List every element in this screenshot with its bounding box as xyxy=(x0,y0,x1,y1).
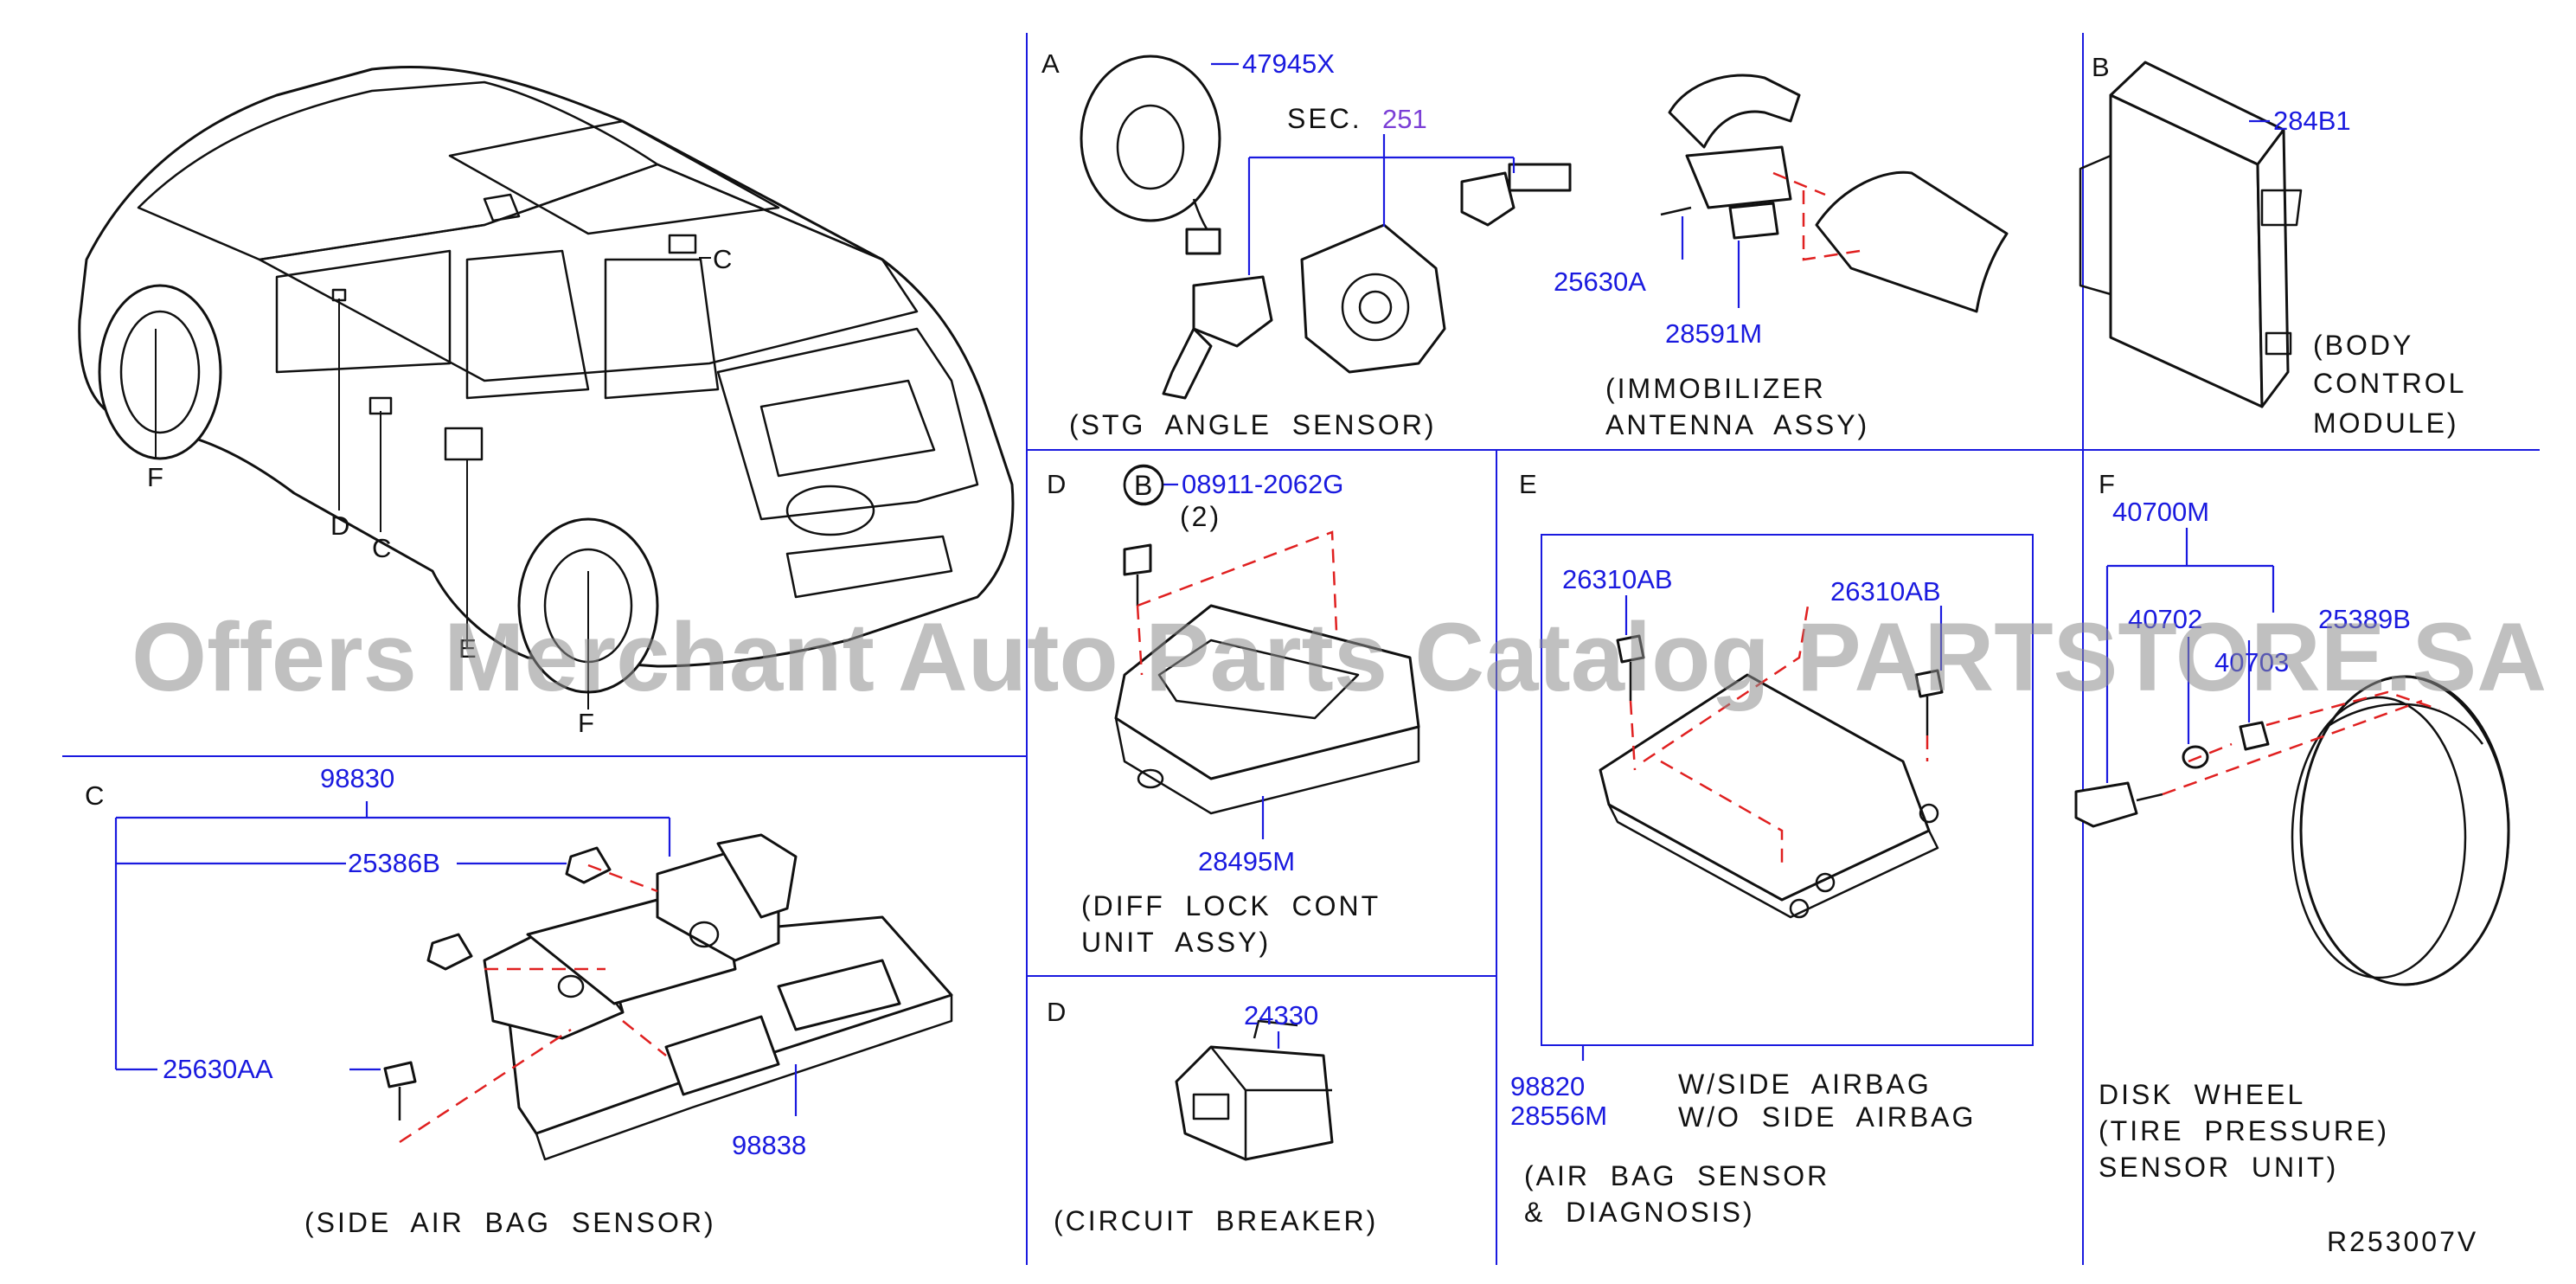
airbag-caption-2: & DIAGNOSIS) xyxy=(1524,1197,1755,1228)
immobilizer-leaders xyxy=(1681,216,1740,308)
body-control-module-illustration xyxy=(2079,61,2303,408)
part-25389b[interactable]: 25389B xyxy=(2318,604,2411,634)
part-25386b[interactable]: 25386B xyxy=(348,848,440,878)
section-letter-b: B xyxy=(2092,52,2110,82)
variant-without-side-airbag: W/O SIDE AIRBAG xyxy=(1678,1101,1976,1133)
bolt-ref-circle xyxy=(1123,465,1164,506)
airbag-unit-frame xyxy=(1541,534,2034,1046)
vehicle-illustration xyxy=(78,66,1015,694)
bcm-caption-3: MODULE) xyxy=(2313,408,2459,439)
diff-lock-unit-illustration xyxy=(1114,464,1420,815)
airbag-leaders xyxy=(1581,595,1943,1061)
watermark: Offers Merchant Auto Parts Catalog PARTS… xyxy=(131,603,2547,711)
section-letter-e: E xyxy=(1519,469,1537,499)
section-letter-d: D xyxy=(1047,469,1066,499)
immobilizer-caption-2: ANTENNA ASSY) xyxy=(1605,409,1869,440)
diff-lock-caption-2: UNIT ASSY) xyxy=(1081,927,1271,958)
part-24330[interactable]: 24330 xyxy=(1244,1000,1318,1030)
circuit-breaker-illustration xyxy=(1175,1019,1334,1161)
bcm-caption-1: (BODY xyxy=(2313,330,2413,361)
panel-dividers xyxy=(62,33,2540,1265)
stg-angle-sensor-leaders xyxy=(1211,62,1515,275)
section-letter-d-breaker: D xyxy=(1047,997,1066,1027)
part-25630a[interactable]: 25630A xyxy=(1554,266,1646,297)
part-47945x[interactable]: 47945X xyxy=(1242,48,1335,79)
bolt-quantity: (2) xyxy=(1180,501,1221,532)
part-28556m[interactable]: 28556M xyxy=(1510,1101,1607,1131)
stg-angle-sensor-caption: (STG ANGLE SENSOR) xyxy=(1069,409,1437,440)
part-40702[interactable]: 40702 xyxy=(2128,604,2202,634)
part-40703[interactable]: 40703 xyxy=(2214,647,2289,677)
variant-with-side-airbag: W/SIDE AIRBAG xyxy=(1678,1069,1932,1100)
tire-pressure-sensor-illustration xyxy=(2074,675,2510,986)
part-98838[interactable]: 98838 xyxy=(732,1130,806,1160)
vehicle-callout-f-front: F xyxy=(147,462,163,492)
tire-sensor-caption-2: (TIRE PRESSURE) xyxy=(2099,1115,2389,1146)
section-letter-c: C xyxy=(85,780,104,811)
immobilizer-caption-1: (IMMOBILIZER xyxy=(1605,373,1826,404)
section-letter-f: F xyxy=(2099,469,2115,499)
diff-lock-caption-1: (DIFF LOCK CONT xyxy=(1081,890,1381,921)
side-airbag-leaders xyxy=(114,801,798,1116)
vehicle-callout-f-rear: F xyxy=(578,708,594,738)
sec-label: SEC. xyxy=(1287,103,1362,134)
section-letter-a: A xyxy=(1041,48,1060,79)
tire-pressure-leaders xyxy=(2105,528,2275,783)
side-airbag-caption: (SIDE AIR BAG SENSOR) xyxy=(304,1207,716,1238)
part-98830[interactable]: 98830 xyxy=(320,763,394,793)
bcm-caption-2: CONTROL xyxy=(2313,368,2466,399)
sec-251-link[interactable]: 251 xyxy=(1382,104,1427,134)
part-25630aa[interactable]: 25630AA xyxy=(163,1054,273,1084)
tire-sensor-caption-3: SENSOR UNIT) xyxy=(2099,1152,2338,1183)
side-airbag-sensor-illustration xyxy=(383,833,953,1161)
bolt-ref-b: B xyxy=(1134,470,1155,501)
part-40700m[interactable]: 40700M xyxy=(2112,497,2209,527)
part-08911-2062g[interactable]: 08911-2062G xyxy=(1182,469,1343,499)
airbag-caption-1: (AIR BAG SENSOR xyxy=(1524,1160,1829,1191)
vehicle-callout-e: E xyxy=(458,633,477,664)
tire-sensor-caption-1: DISK WHEEL xyxy=(2099,1079,2305,1110)
diff-lock-leaders xyxy=(1163,483,1265,839)
stg-angle-sensor-illustration xyxy=(1080,55,1572,400)
part-28591m[interactable]: 28591M xyxy=(1665,318,1762,349)
immobilizer-antenna-illustration xyxy=(1660,74,2009,313)
part-28495m[interactable]: 28495M xyxy=(1198,846,1295,876)
part-98820[interactable]: 98820 xyxy=(1510,1071,1585,1101)
vehicle-callout-leaders xyxy=(155,257,711,709)
circuit-breaker-caption: (CIRCUIT BREAKER) xyxy=(1054,1205,1378,1236)
part-26310ab-right[interactable]: 26310AB xyxy=(1830,576,1941,607)
part-26310ab-left[interactable]: 26310AB xyxy=(1562,564,1673,594)
airbag-sensor-illustration xyxy=(1599,605,1944,919)
part-284b1[interactable]: 284B1 xyxy=(2273,106,2351,136)
vehicle-callout-c-roof: C xyxy=(713,244,732,274)
vehicle-callout-d: D xyxy=(330,510,349,541)
vehicle-callout-c-side: C xyxy=(372,533,391,563)
diagram-reference: R253007V xyxy=(2327,1226,2478,1257)
